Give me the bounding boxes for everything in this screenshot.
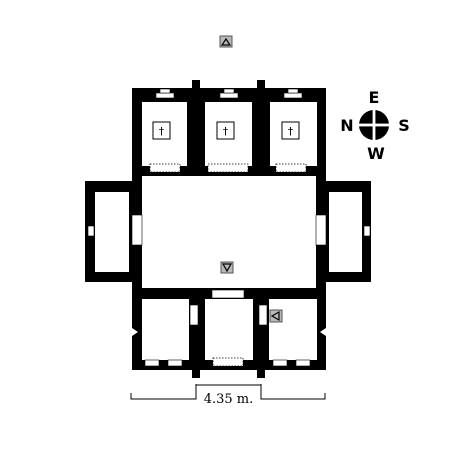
cross-icon: † [152,121,171,140]
compass-east-label: E [369,88,380,107]
up-triangle-icon [219,35,233,48]
down-triangle-icon [220,261,234,274]
bottom-room-2 [205,299,253,360]
scale-bar [130,384,326,400]
compass-north-label: N [340,116,353,135]
compass-rose: E N S W [340,88,409,163]
bottom-room-3 [269,299,317,360]
scale-label: 4.35 m. [204,392,254,407]
svg-text:†: † [223,125,229,138]
rooms [95,102,362,360]
left-triangle-icon [269,309,283,323]
svg-text:†: † [159,125,165,138]
altars: † † † [152,121,300,140]
bottom-room-1 [142,299,189,360]
cross-icon: † [216,121,235,140]
wall-openings [87,88,371,367]
left-notch [132,328,138,336]
right-annex-room [329,192,362,272]
compass-south-label: S [398,116,410,135]
compass-west-label: W [367,144,385,163]
svg-text:†: † [288,125,294,138]
left-annex-room [95,192,129,272]
cross-icon: † [281,121,300,140]
right-notch [320,328,326,336]
thresholds [149,163,307,367]
